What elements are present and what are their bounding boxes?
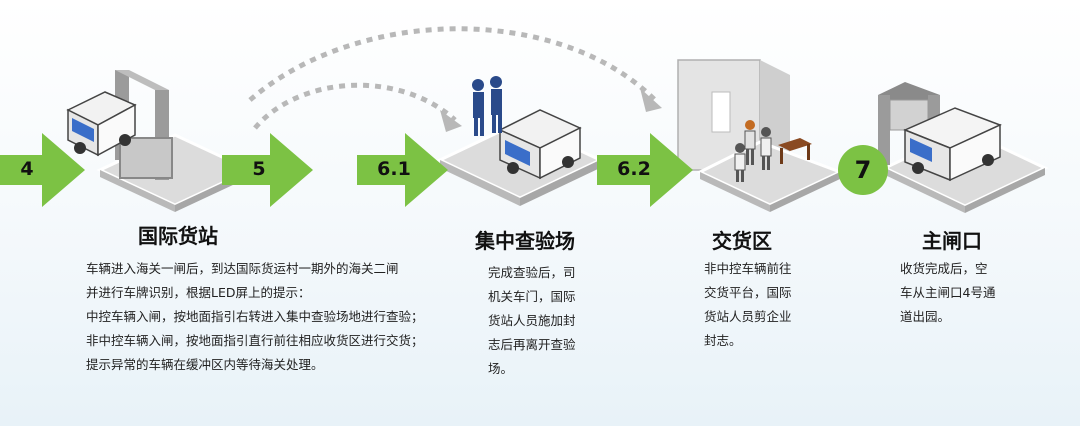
- station-desc-main-gate: 收货完成后，空 车从主闸口4号通 道出园。: [900, 261, 996, 324]
- step-arrow-5: [222, 133, 313, 207]
- step-number-7-text: 7: [854, 156, 872, 184]
- truck-icon: [498, 109, 582, 180]
- workers-icon: [734, 120, 772, 182]
- station-title-main-gate: 主闸口: [922, 229, 982, 253]
- station-desc-delivery: 非中控车辆前往 交货平台，国际 货站人员剪企业 封志。: [704, 261, 792, 348]
- staff-figures-icon: [472, 76, 502, 136]
- platform-inspection-yard: [436, 76, 604, 206]
- dashed-route-to-delivery: [248, 26, 657, 102]
- step-number-5: 5: [252, 158, 266, 180]
- step-number-4: 4: [20, 158, 34, 180]
- platform-main-gate: [878, 82, 1049, 213]
- dashed-arrowhead-delivery: [640, 88, 662, 112]
- station-title-cargo: 国际货站: [138, 224, 218, 248]
- step-arrow-4: [0, 133, 85, 207]
- table-icon: [778, 138, 812, 164]
- dashed-arrowhead-inspection: [440, 110, 462, 132]
- station-title-inspection: 集中查验场: [475, 229, 575, 253]
- dashed-route-to-inspection: [253, 82, 457, 130]
- station-desc-cargo: 车辆进入海关一闸后，到达国际货运村一期外的海关二闸 并进行车牌识别，根据LED屏…: [86, 261, 424, 372]
- step-arrow-6-2: [597, 133, 693, 207]
- step-number-7: 7: [838, 145, 888, 195]
- step-number-6-1: 6.1: [377, 158, 411, 180]
- truck-icon: [66, 91, 137, 157]
- step-number-6-2: 6.2: [617, 158, 651, 180]
- platform-delivery-area: [677, 59, 844, 212]
- platform-cargo-station: [66, 70, 254, 212]
- station-title-delivery: 交货区: [712, 229, 772, 253]
- truck-icon: [903, 107, 1002, 182]
- step-arrow-6-1: [357, 133, 448, 207]
- station-desc-inspection: 完成查验后，司 机关车门，国际 货站人员施加封 志后再离开查验 场。: [488, 265, 576, 376]
